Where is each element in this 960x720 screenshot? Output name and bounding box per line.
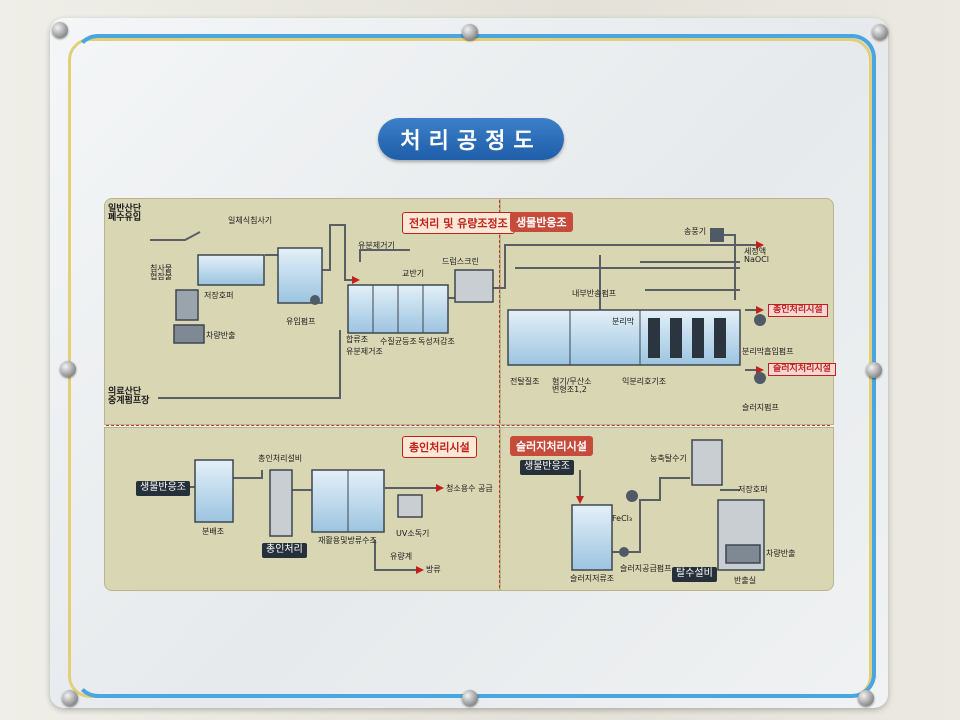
label-thickener: 농축탈수기	[650, 454, 687, 463]
label-dist-tank: 분배조	[202, 527, 225, 536]
label-truck-out2: 차량반출	[766, 549, 796, 558]
label-wq-equal: 수질균등조	[380, 337, 417, 346]
label-oil-separator: 유분제거기	[358, 241, 395, 250]
label-bio-in: 생물반응조	[520, 460, 574, 475]
label-flowmeter: 유량계	[390, 552, 413, 561]
label-membrane-pump: 분리막흡입펌프	[742, 347, 794, 356]
divider-vertical	[499, 200, 500, 588]
label-truck-out: 차량반출	[206, 331, 236, 340]
label-uv: UV소독기	[396, 529, 430, 538]
screw-icon	[866, 362, 882, 378]
label-medical-relay: 의료산단 중계펌프장	[108, 387, 150, 407]
label-sludge-feed-pump: 슬러지공급펌프	[620, 564, 672, 573]
label-dewater: 탈수설비	[672, 567, 717, 582]
label-storage-hopper: 저장호퍼	[204, 291, 234, 300]
pumps	[310, 228, 766, 557]
label-blower: 송풍기	[684, 227, 707, 236]
label-separation-film: 분리막	[612, 317, 635, 326]
label-hopper2: 저장호퍼	[738, 485, 768, 494]
label-sludge-storage: 슬러지저류조	[570, 574, 615, 583]
section-title-bioreactor: 생물반응조	[510, 212, 573, 232]
label-to-sludge: 슬러지처리시설	[768, 363, 836, 377]
label-inner-return: 내부반송펌프	[572, 289, 617, 298]
label-sludge-pump: 슬러지펌프	[742, 403, 779, 412]
tank-dividers	[347, 285, 641, 532]
label-wash-liquid: 세정액 NaOCl	[744, 247, 769, 265]
section-title-reuse: 총인처리시설	[402, 436, 477, 458]
label-to-reuse: 총인처리시설	[768, 304, 828, 318]
membrane-modules	[648, 318, 726, 358]
label-screen: 일체식침사기	[228, 216, 273, 225]
label-oil-remove: 유분제거조	[346, 347, 383, 356]
label-reuse-block: 총인처리	[262, 543, 307, 558]
screw-icon	[872, 24, 888, 40]
screw-icon	[62, 690, 78, 706]
label-fecl3: FeCl₃	[612, 514, 633, 523]
label-aerobic: 익분리호기조	[622, 377, 667, 386]
flow-arrows	[352, 241, 764, 574]
tanks	[173, 247, 765, 571]
label-pre-denitr: 전탈질조	[510, 377, 540, 386]
label-supply: 청소용수 공급	[446, 484, 493, 493]
label-out-room: 반출실	[734, 576, 757, 585]
screw-icon	[462, 690, 478, 706]
screw-icon	[60, 361, 76, 377]
label-mix-flow: 합류조	[346, 335, 369, 344]
divider-horizontal	[106, 425, 830, 426]
label-from-bio: 생물반응조	[136, 481, 190, 496]
section-title-sludge: 슬러지처리시설	[510, 436, 593, 456]
screw-icon	[858, 690, 874, 706]
label-anaerobic: 혐기/무산소 변형조1,2	[552, 377, 592, 395]
screw-icon	[52, 22, 68, 38]
screw-icon	[462, 24, 478, 40]
label-discharge: 방류	[426, 565, 441, 574]
label-reuse-equip: 총인처리설비	[258, 454, 303, 463]
label-general-inflow: 일반산단 폐수유입	[108, 204, 142, 224]
label-agitator: 교반기	[402, 269, 425, 278]
page-title: 처리공정도	[378, 118, 564, 160]
label-inflow-pump: 유입펌프	[286, 317, 316, 326]
label-toxic-reduce: 독성저감조	[418, 337, 455, 346]
label-grit: 침사물 협잡물	[150, 264, 173, 282]
section-title-pretreatment: 전처리 및 유량조정조	[402, 212, 515, 234]
label-reuse-tank: 재활용및방류수조	[318, 536, 377, 545]
label-drum-screen: 드럼스크린	[442, 257, 479, 266]
